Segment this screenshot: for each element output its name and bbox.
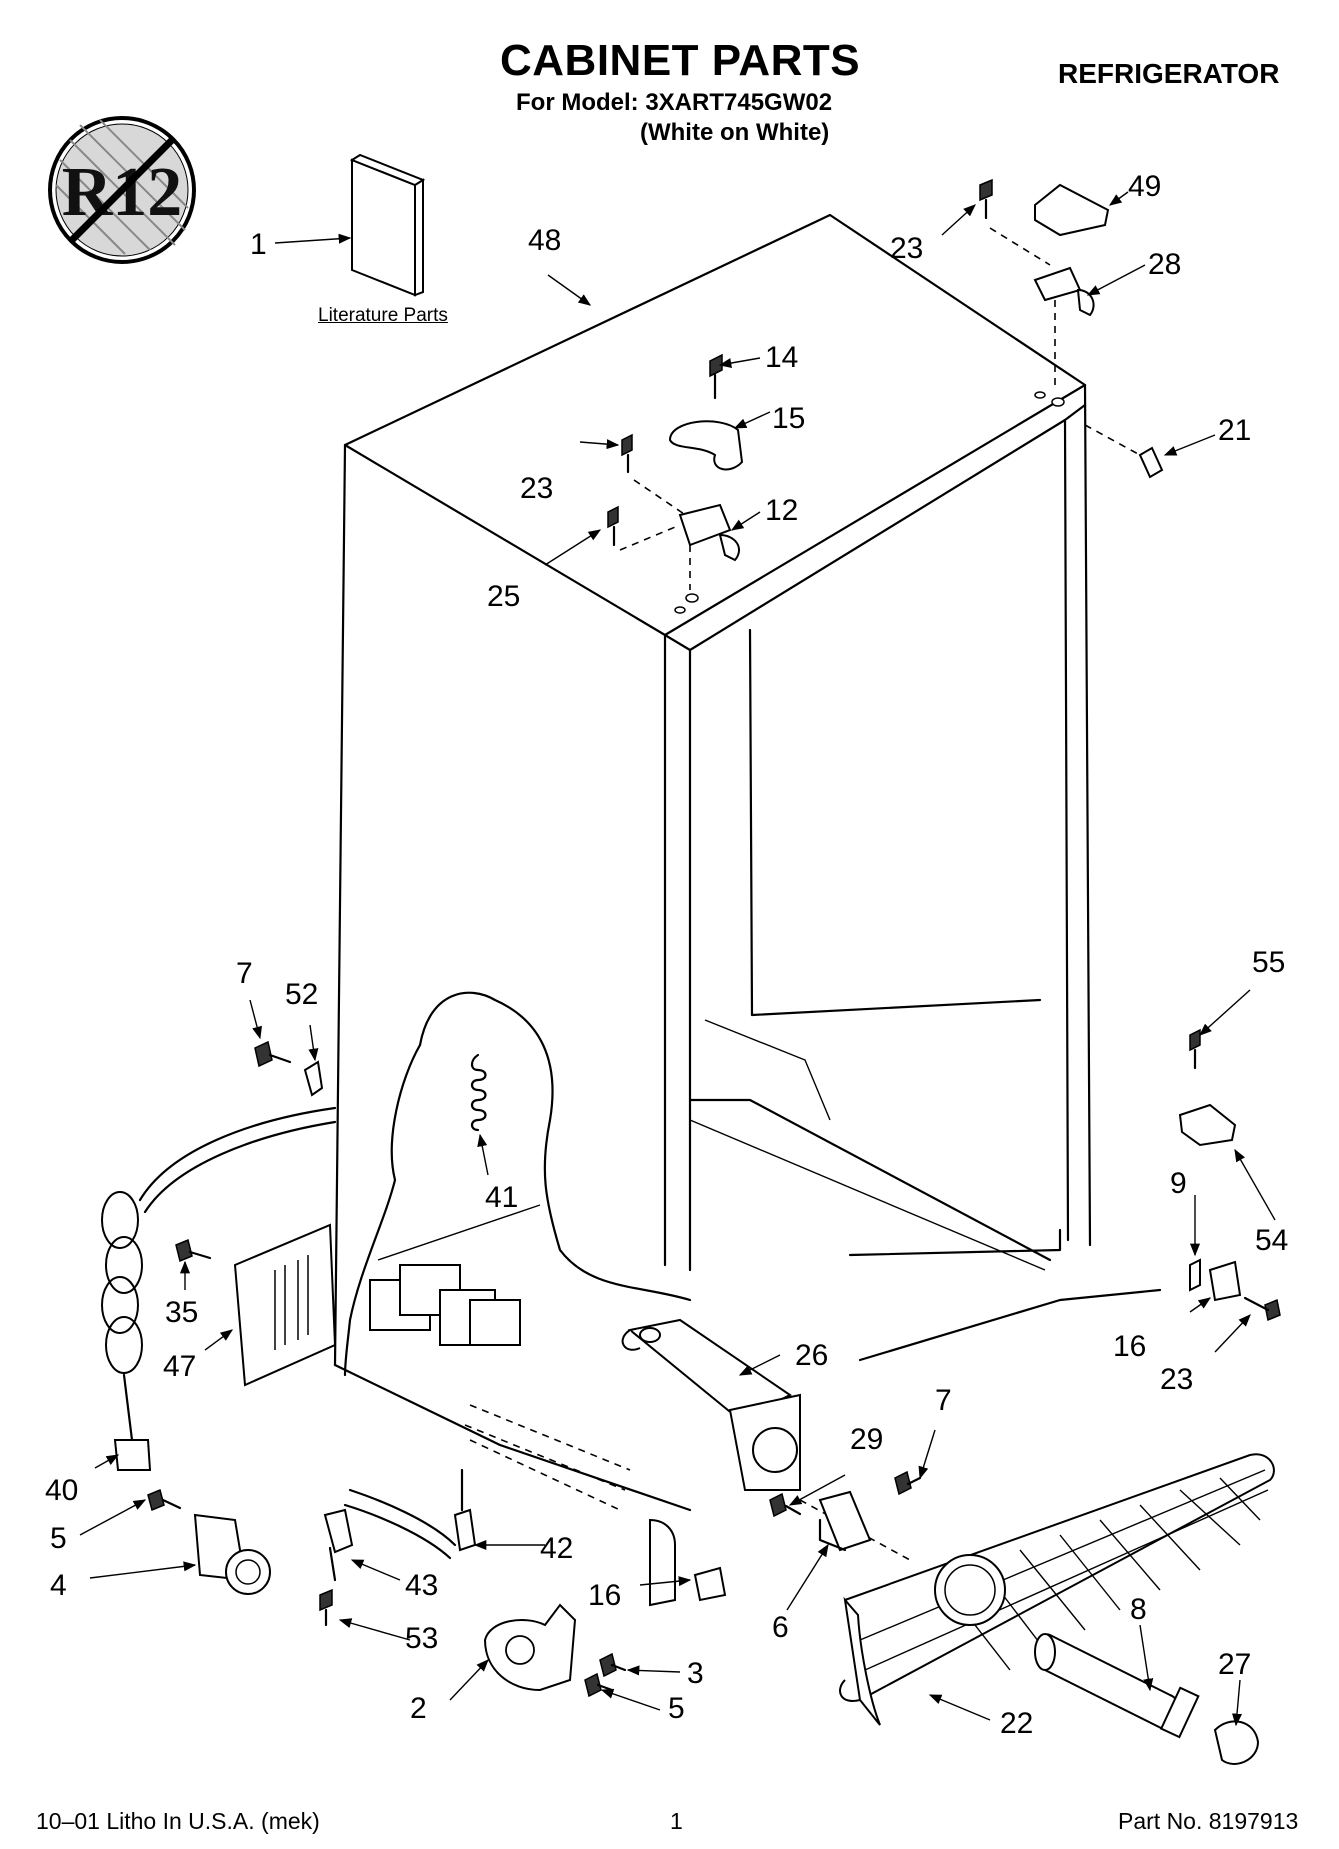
top-hinge-right [979, 178, 1110, 407]
callout-7: 7 [935, 1384, 952, 1417]
callout-6: 6 [772, 1611, 789, 1644]
callout-15: 15 [772, 402, 805, 435]
callout-49: 49 [1128, 170, 1161, 203]
page-number: 1 [670, 1808, 683, 1834]
callout-55: 55 [1252, 946, 1285, 979]
callout-22: 22 [1000, 1707, 1033, 1740]
callout-29: 29 [850, 1423, 883, 1456]
callout-2: 2 [410, 1692, 427, 1725]
callout-47: 47 [163, 1350, 196, 1383]
callout-14: 14 [765, 341, 798, 374]
spring-41 [470, 1053, 487, 1132]
bracket-16-mid [693, 1566, 727, 1602]
callout-54: 54 [1255, 1224, 1288, 1257]
no-r12-icon: R12 [48, 116, 196, 264]
callout-27: 27 [1218, 1648, 1251, 1681]
water-filter-8 [1034, 1633, 1200, 1739]
cabinet-body [333, 213, 1162, 1512]
bottom-hinge-2 [483, 1603, 627, 1698]
callout-1: 1 [250, 228, 267, 261]
callout-21: 21 [1218, 414, 1251, 447]
callout-labels: 1 48 23 49 28 14 15 23 21 12 25 7 52 55 … [45, 170, 1288, 1740]
roller-4 [147, 1488, 271, 1595]
page-title: CABINET PARTS [500, 36, 861, 85]
duct-26 [621, 1318, 801, 1491]
callout-23: 23 [890, 232, 923, 265]
callout-23: 23 [1160, 1363, 1193, 1396]
clip-6 [818, 1490, 872, 1552]
screws-29-7 [769, 1470, 922, 1561]
toe-grille-22 [839, 1453, 1275, 1726]
callout-4: 4 [50, 1569, 67, 1602]
callout-41: 41 [485, 1181, 518, 1214]
callout-5: 5 [668, 1692, 685, 1725]
litho-info: 10–01 Litho In U.S.A. (mek) [36, 1808, 320, 1834]
pin-21 [1084, 424, 1164, 479]
callout-5: 5 [50, 1522, 67, 1555]
callout-12: 12 [765, 494, 798, 527]
model-color: (White on White) [640, 119, 830, 146]
screw-53 [319, 1588, 333, 1627]
literature-booklet [349, 153, 426, 297]
callout-35: 35 [165, 1296, 198, 1329]
callout-16: 16 [588, 1579, 621, 1612]
literature-parts-link[interactable]: Literature Parts [318, 305, 448, 326]
callout-43: 43 [405, 1569, 438, 1602]
top-hinge-left [607, 353, 744, 614]
callout-40: 40 [45, 1474, 78, 1507]
callout-23: 23 [520, 472, 553, 505]
callout-25: 25 [487, 580, 520, 613]
callout-52: 52 [285, 978, 318, 1011]
filter-cap-27 [1213, 1720, 1260, 1765]
callout-53: 53 [405, 1622, 438, 1655]
callout-8: 8 [1130, 1593, 1147, 1626]
callout-48: 48 [528, 224, 561, 257]
callout-28: 28 [1148, 248, 1181, 281]
callout-16: 16 [1113, 1330, 1146, 1363]
callout-3: 3 [687, 1657, 704, 1690]
power-cord [101, 1106, 337, 1471]
callout-7: 7 [236, 957, 253, 990]
clip-43 [323, 1508, 354, 1582]
callout-26: 26 [795, 1339, 828, 1372]
screw-7-clip-52 [254, 1040, 324, 1097]
bracket-9-16 [1189, 1258, 1281, 1322]
appliance-type: REFRIGERATOR [1058, 58, 1280, 89]
model-number: For Model: 3XART745GW02 [516, 89, 833, 116]
electrical-bracket [175, 1223, 337, 1387]
leader-arrows [79, 191, 1276, 1727]
model-info: For Model: 3XART745GW02 (White on White) [516, 88, 832, 148]
callout-42: 42 [540, 1532, 573, 1565]
callout-9: 9 [1170, 1167, 1187, 1200]
bracket-54 [1178, 1028, 1237, 1147]
part-number: Part No. 8197913 [1118, 1808, 1299, 1834]
cutaway-view [343, 991, 692, 1607]
drain-tube-42 [343, 1468, 477, 1560]
